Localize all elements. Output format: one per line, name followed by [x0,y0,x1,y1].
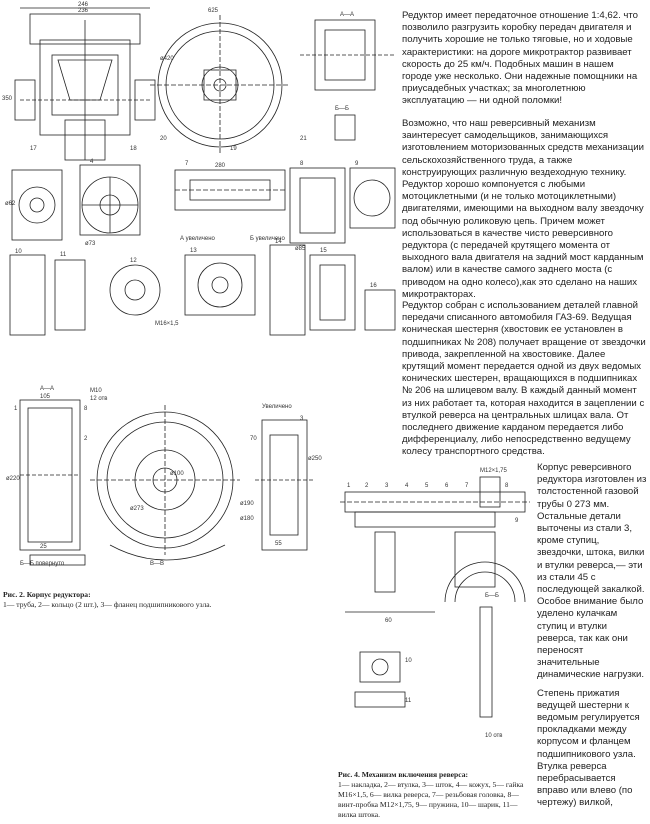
fig4-label-part11: 11 [405,698,412,704]
fig4-label-section-bb: Б—Б [485,593,499,599]
fig2-label-part1: 1 [14,406,18,412]
fig1-label-d85: ø85 [295,246,306,252]
fig1-label-280: 280 [215,163,226,169]
fig1-label-part11: 11 [60,252,67,258]
fig2-label-d100: ø100 [170,471,184,477]
fig4-label-thread: М12×1,75 [480,468,508,474]
fig2-label-part2: 2 [84,436,88,442]
figure-2-caption-text: 1— труба, 2— кольцо (2 шт.), 3— фланец п… [3,600,212,609]
fig1-label-section-bb: Б—Б [335,106,349,112]
fig2-label-12-holes: 12 отв [90,396,107,402]
fig4-label-60: 60 [385,618,392,624]
figure-2-caption: Рис. 2. Корпус редуктора: 1— труба, 2— к… [3,590,328,610]
fig2-label-d250: ø250 [308,456,322,462]
fig1-label-part10: 10 [15,249,22,255]
fig1-label-inner-width: 236 [78,8,89,14]
fig2-label-enlarged: Увеличено [262,404,292,410]
fig2-label-m10: М10 [90,388,102,394]
article-paragraph-3: Редуктор собран с использованием деталей… [402,300,646,465]
fig4-label-part7: 7 [465,483,469,489]
fig2-label-d190: ø190 [240,501,254,507]
fig2-label-section-bb: Б—Б повернуто [20,561,65,567]
article-paragraph-1: Редуктор имеет передаточное отношение 1:… [402,10,646,114]
fig4-label-part6: 6 [445,483,449,489]
fig4-label-part8: 8 [505,483,509,489]
paragraph-assembly: Редуктор собран с использованием деталей… [402,300,646,458]
fig1-label-part17: 17 [30,146,37,152]
fig1-label-part9: 9 [355,161,359,167]
figure-4-drawing: М12×1,75 Б—Б 60 10 отв 1 2 3 4 5 6 7 8 9… [335,462,535,762]
fig1-label-d73: ø73 [85,241,96,247]
fig1-label-625: 625 [208,8,219,14]
figure-4-caption-text: 1— накладка, 2— втулка, 3— шток, 4— кожу… [338,780,524,819]
fig4-label-part3: 3 [385,483,389,489]
fig4-label-10-holes: 10 отв [485,733,502,739]
fig1-label-part8: 8 [300,161,304,167]
fig1-label-part19: 19 [230,146,237,152]
fig1-label-part12: 12 [130,258,137,264]
figure-4-svg: М12×1,75 Б—Б 60 10 отв 1 2 3 4 5 6 7 8 9… [340,468,530,739]
fig1-label-part21: 21 [300,136,307,142]
fig2-label-25: 25 [40,544,47,550]
fig1-label-part15: 15 [320,248,327,254]
fig4-label-part5: 5 [425,483,429,489]
fig1-label-view-a: А увеличено [180,236,216,242]
fig1-label-part18: 18 [130,146,137,152]
fig1-label-part7: 7 [185,161,189,167]
fig1-label-part16: 16 [370,283,377,289]
fig2-label-section-vv: В—В [150,561,164,567]
figure-4-caption: Рис. 4. Механизм включения реверса: 1— н… [338,770,533,820]
fig1-label-section-aa: А—А [340,12,354,18]
fig1-label-part4: 4 [90,159,94,165]
fig1-label-width: 246 [78,2,89,8]
fig1-label-part20: 20 [160,136,167,142]
fig2-label-70: 70 [250,436,257,442]
fig2-label-part3: 3 [300,416,304,422]
fig1-label-350: 350 [2,96,13,102]
fig2-label-d180: ø180 [240,516,254,522]
fig1-label-d420: ø420 [160,56,174,62]
fig4-label-part2: 2 [365,483,369,489]
paragraph-pressure: Степень прижатия ведущей шестерни к ведо… [537,687,640,809]
figure-2-caption-title: Рис. 2. Корпус редуктора: [3,590,91,599]
fig4-label-part9: 9 [515,518,519,524]
figure-2-drawing: А—А 105 8 М10 12 отв Б—Б повернуто В—В У… [0,380,325,580]
fig1-label-d62: ø62 [5,201,16,207]
fig4-label-part10: 10 [405,658,412,664]
fig2-label-55: 55 [275,541,282,547]
fig2-label-105: 105 [40,394,51,400]
figure-1-svg: 246 236 625 А—А Б—Б ø420 ø62 ø73 ø85 280… [2,2,396,336]
fig2-label-d220: ø220 [6,476,20,482]
figure-2-svg: А—А 105 8 М10 12 отв Б—Б повернуто В—В У… [6,386,322,567]
article-paragraph-4: Корпус реверсивного редуктора изготовлен… [537,462,647,816]
fig1-label-part13: 13 [190,248,197,254]
figure-1-drawing: 246 236 625 А—А Б—Б ø420 ø62 ø73 ø85 280… [0,0,402,345]
paragraph-reverse-mechanism: Возможно, что наш реверсивный механизм з… [402,118,644,300]
article-paragraph-2: Возможно, что наш реверсивный механизм з… [402,118,646,307]
fig2-label-d273: ø273 [130,506,144,512]
fig1-label-view-b: Б увеличено [250,236,285,242]
fig1-label-part14: 14 [275,239,282,245]
fig4-label-part1: 1 [347,483,351,489]
fig4-label-part4: 4 [405,483,409,489]
fig2-label-8: 8 [84,406,88,412]
paragraph-gear-ratio: Редуктор имеет передаточное отношение 1:… [402,10,639,107]
paragraph-housing: Корпус реверсивного редуктора изготовлен… [537,462,647,681]
figure-4-caption-title: Рис. 4. Механизм включения реверса: [338,770,469,779]
fig2-label-section-aa: А—А [40,386,54,392]
fig1-label-thread: М16×1,5 [155,321,179,327]
